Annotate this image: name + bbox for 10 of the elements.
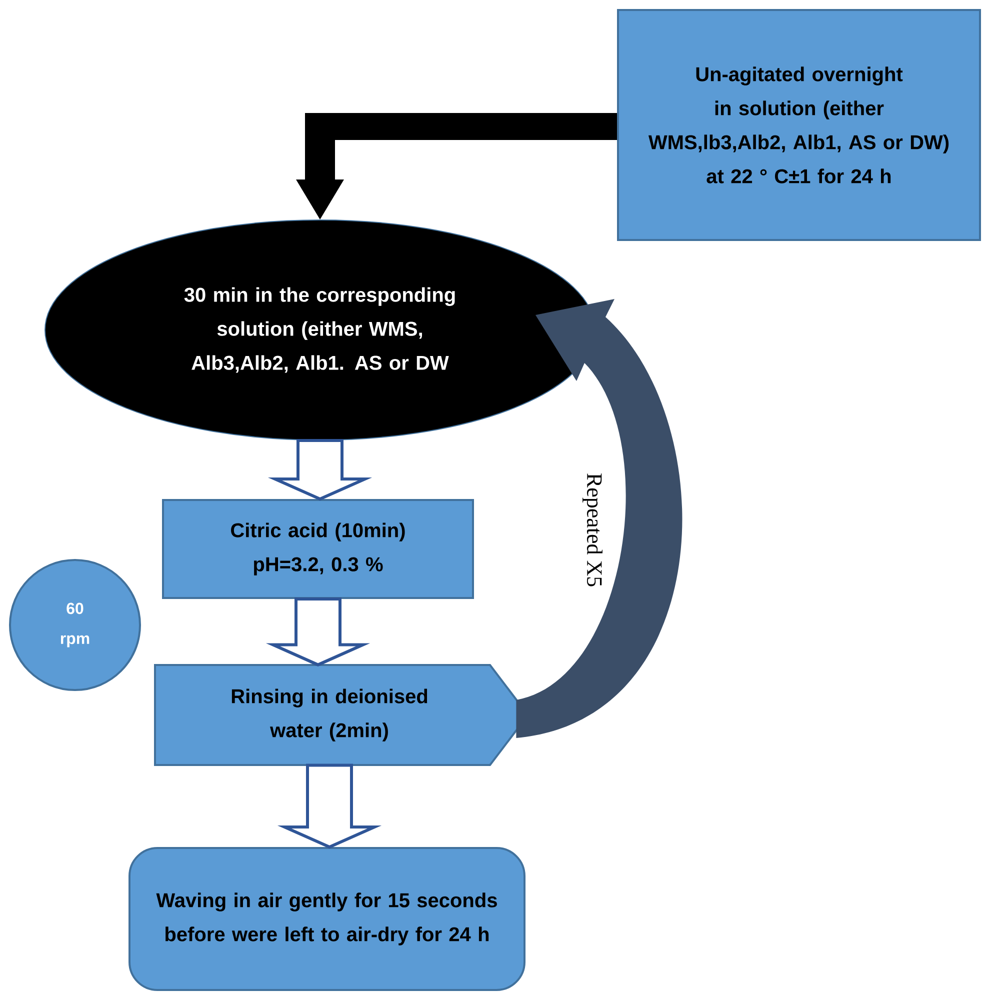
hollow-arrow <box>268 439 372 501</box>
process-box: Citric acid (10min) pH=3.2, 0.3 % <box>162 499 474 599</box>
process-box: Un-agitated overnight in solution (either WMS,lb3,Alb2, Alb1, AS or DW) at 22 ° C±1 for 24 h <box>617 9 981 241</box>
curved-arrow <box>516 299 682 738</box>
rounded-box: Waving in air gently for 15 seconds before were left to air-dry for 24 h <box>128 847 526 991</box>
hollow-arrow <box>266 598 370 666</box>
pentagon-box: Rinsing in deionised water (2min) <box>154 664 530 766</box>
hollow-arrow <box>277 764 382 849</box>
edge-label: Repeated X5 <box>582 474 602 586</box>
block-arrow <box>296 113 617 220</box>
